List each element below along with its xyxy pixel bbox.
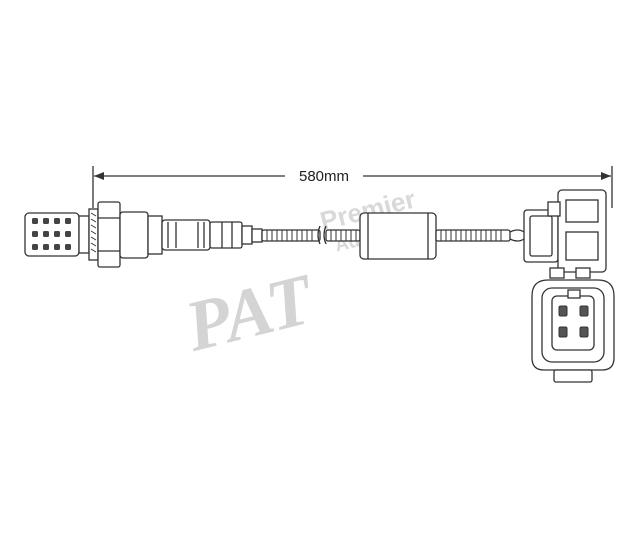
- cable-grommet: [359, 212, 437, 260]
- sensor-thread: [78, 208, 99, 261]
- connector-key: [567, 289, 581, 299]
- connector-pins: [558, 305, 589, 338]
- connector-latch: [553, 369, 593, 383]
- sensor-body: [119, 211, 263, 259]
- cable-sheath-2: [325, 229, 361, 242]
- dimension-label: 580mm: [299, 168, 349, 185]
- cable-sheath-3: [435, 229, 525, 242]
- sensor-hex-nut: [97, 201, 121, 268]
- watermark-logo: PAT Premier Auto Trade: [177, 184, 434, 367]
- arrow-right-icon: [601, 172, 611, 180]
- watermark-monogram: PAT: [177, 258, 323, 367]
- connector-side-view: [523, 189, 607, 273]
- cable-sheath-1: [261, 229, 321, 242]
- sensor-tip: [24, 212, 80, 257]
- cable-break: [317, 225, 327, 245]
- connector-face-view: [531, 267, 615, 383]
- dimension-line: 580mm: [92, 166, 613, 208]
- arrow-left-icon: [94, 172, 104, 180]
